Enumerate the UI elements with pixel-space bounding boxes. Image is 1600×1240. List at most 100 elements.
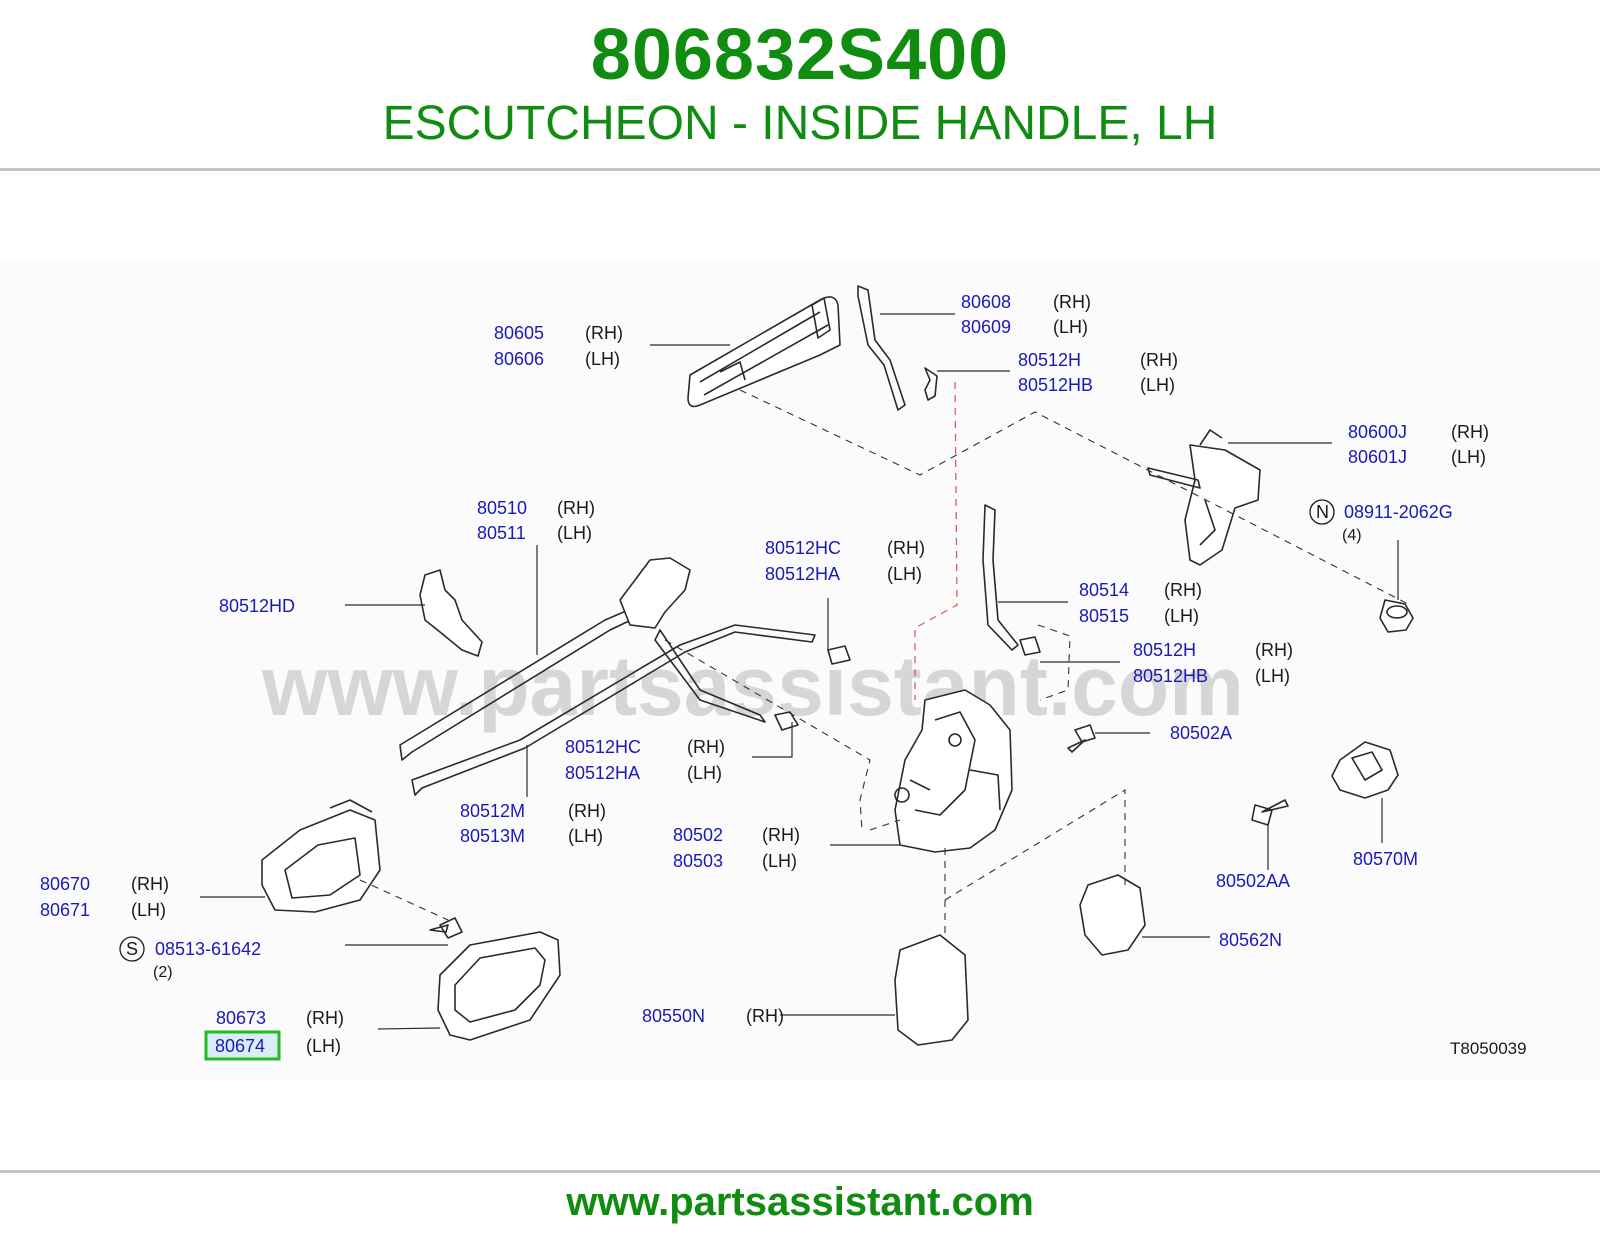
label-80511-side: (LH): [557, 523, 592, 543]
label-80608[interactable]: 80608: [961, 292, 1011, 312]
label-80609-side: (LH): [1053, 317, 1088, 337]
label-80512h-mid-side: (RH): [1255, 640, 1293, 660]
label-08513-61642[interactable]: 08513-61642: [155, 939, 261, 959]
label-80512h-top[interactable]: 80512H: [1018, 350, 1081, 370]
header-divider: [0, 168, 1600, 171]
screw-80502aa-part: [1251, 799, 1289, 826]
label-80601j-side: (LH): [1451, 447, 1486, 467]
door-lock-actuator-part: [894, 689, 1013, 853]
label-80513m-side: (LH): [568, 826, 603, 846]
label-80570m[interactable]: 80570M: [1353, 849, 1418, 869]
label-80511[interactable]: 80511: [477, 523, 526, 543]
label-80673[interactable]: 80673: [216, 1008, 266, 1028]
inside-handle-part: [261, 799, 381, 913]
rod-clip-top-part: [924, 367, 938, 401]
door-striker-part: [1331, 741, 1399, 799]
symbol-n: N: [1316, 502, 1329, 522]
parts-diagram: www.partsassistant.com: [40, 285, 1527, 1061]
label-80512hb-mid-side: (LH): [1255, 666, 1290, 686]
label-80503[interactable]: 80503: [673, 851, 723, 871]
dashed-line-handle: [739, 389, 1411, 606]
label-80600j[interactable]: 80600J: [1348, 422, 1407, 442]
rod-link-part: [654, 629, 766, 723]
label-80502aa[interactable]: 80502AA: [1216, 871, 1290, 891]
lock-knob-rod-part: [982, 504, 1019, 651]
dashed-line-escutcheon: [359, 879, 449, 921]
watermark: www.partsassistant.com: [261, 639, 1244, 733]
label-08911-qty: (4): [1342, 527, 1362, 544]
page-header: 806832S400 ESCUTCHEON - INSIDE HANDLE, L…: [0, 0, 1600, 170]
label-80512m[interactable]: 80512M: [460, 801, 525, 821]
label-80510-side: (RH): [557, 498, 595, 518]
label-80512hd[interactable]: 80512HD: [219, 596, 295, 616]
label-80512h-mid[interactable]: 80512H: [1133, 640, 1196, 660]
label-80512hb-mid[interactable]: 80512HB: [1133, 666, 1208, 686]
label-80510[interactable]: 80510: [477, 498, 527, 518]
label-80502-side: (RH): [762, 825, 800, 845]
label-80512hc-lower[interactable]: 80512HC: [565, 737, 641, 757]
escutcheon-part: [437, 931, 561, 1041]
label-80606-side: (LH): [585, 349, 620, 369]
label-80512hc-upper-side: (RH): [887, 538, 925, 558]
diagram-panel: www.partsassistant.com: [0, 262, 1600, 1080]
label-80512m-side: (RH): [568, 801, 606, 821]
dashed-line-clip: [1037, 624, 1071, 701]
label-80512hc-upper[interactable]: 80512HC: [765, 538, 841, 558]
part-number-title: 806832S400: [590, 15, 1010, 95]
label-80671[interactable]: 80671: [40, 900, 90, 920]
label-80670[interactable]: 80670: [40, 874, 90, 894]
label-80512hb-top[interactable]: 80512HB: [1018, 375, 1093, 395]
inside-handle-rod-part: [411, 624, 816, 796]
symbol-s: S: [126, 939, 138, 959]
outside-handle-rod-part: [857, 285, 906, 411]
label-80674-side: (LH): [306, 1036, 341, 1056]
label-80673-side: (RH): [306, 1008, 344, 1028]
label-80605[interactable]: 80605: [494, 323, 544, 343]
rod-holder-part: [419, 569, 483, 657]
label-80512hc-lower-side: (RH): [687, 737, 725, 757]
rod-clip-side-part: [1019, 636, 1041, 656]
illustration-code: T8050039: [1450, 1039, 1527, 1058]
actuator-case-part: [894, 934, 969, 1046]
label-80674-highlighted[interactable]: 80674: [215, 1036, 265, 1056]
label-08513-qty: (2): [153, 964, 173, 981]
label-80605-side: (RH): [585, 323, 623, 343]
footer-url[interactable]: www.partsassistant.com: [566, 1180, 1034, 1224]
label-80512h-top-side: (RH): [1140, 350, 1178, 370]
footer-divider: [0, 1170, 1600, 1173]
label-80514-side: (RH): [1164, 580, 1202, 600]
label-80600j-side: (RH): [1451, 422, 1489, 442]
part-description: ESCUTCHEON - INSIDE HANDLE, LH: [382, 97, 1218, 150]
label-80609[interactable]: 80609: [961, 317, 1011, 337]
label-80515[interactable]: 80515: [1079, 606, 1129, 626]
label-80606[interactable]: 80606: [494, 349, 544, 369]
rod-end-bracket-part: [619, 557, 691, 629]
label-80601j[interactable]: 80601J: [1348, 447, 1407, 467]
label-80502a[interactable]: 80502A: [1170, 723, 1232, 743]
label-80512ha-lower[interactable]: 80512HA: [565, 763, 640, 783]
label-80513m[interactable]: 80513M: [460, 826, 525, 846]
rod-clip-upper-part: [827, 645, 851, 665]
label-80671-side: (LH): [131, 900, 166, 920]
outside-handle-part: [687, 296, 841, 408]
dashed-line-link: [664, 639, 901, 831]
label-80562n[interactable]: 80562N: [1219, 930, 1282, 950]
label-80502[interactable]: 80502: [673, 825, 723, 845]
symbol-s-circle: [119, 936, 145, 962]
screw-08513-part: [429, 917, 463, 939]
label-80550n-side: (RH): [746, 1006, 784, 1026]
lock-cover-part: [1079, 874, 1146, 956]
label-80512hb-top-side: (LH): [1140, 375, 1175, 395]
label-80503-side: (LH): [762, 851, 797, 871]
label-80608-side: (RH): [1053, 292, 1091, 312]
label-80670-side: (RH): [131, 874, 169, 894]
handle-bracket-part: [1147, 429, 1261, 566]
label-80512ha-upper[interactable]: 80512HA: [765, 564, 840, 584]
symbol-n-circle: [1309, 499, 1335, 525]
highlight-box: [204, 1030, 281, 1061]
label-80514[interactable]: 80514: [1079, 580, 1129, 600]
label-80550n[interactable]: 80550N: [642, 1006, 705, 1026]
hex-nut-part: [1379, 599, 1414, 633]
label-80515-side: (LH): [1164, 606, 1199, 626]
label-08911-2062g[interactable]: 08911-2062G: [1344, 502, 1453, 522]
